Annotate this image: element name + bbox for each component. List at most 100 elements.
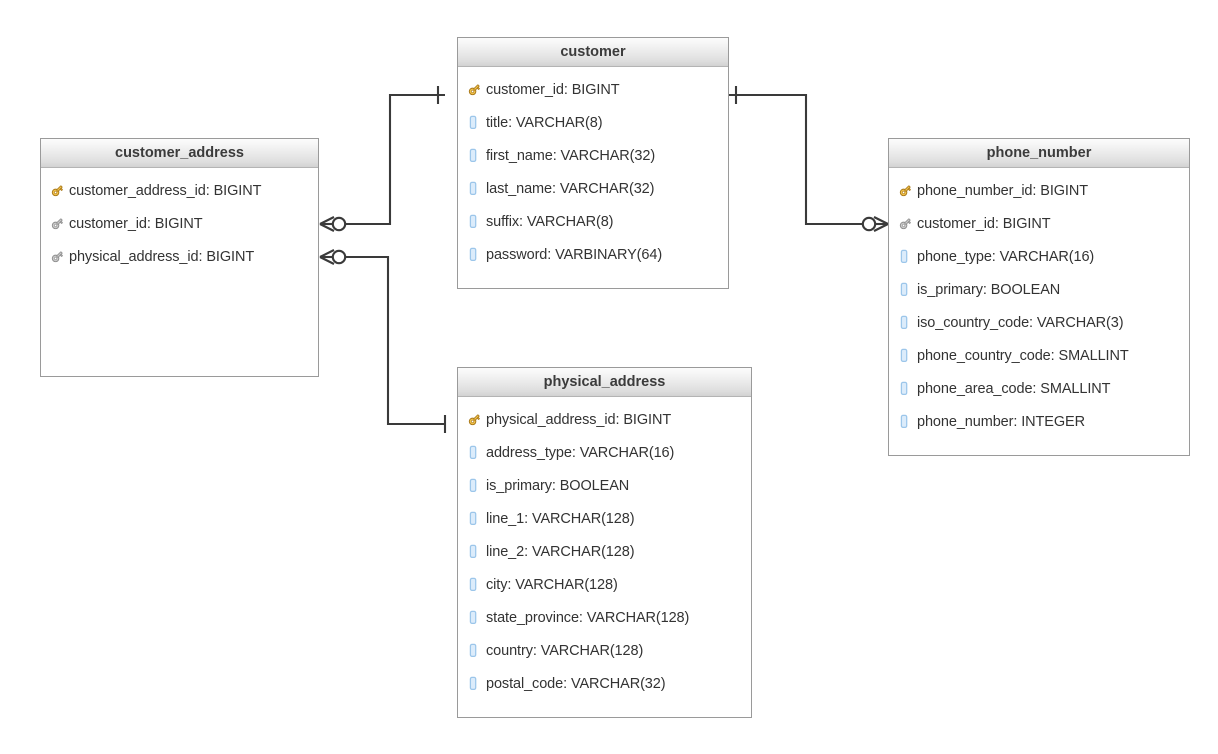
column-icon [467, 576, 486, 593]
column-label: phone_number_id: BIGINT [917, 182, 1088, 199]
relationship-customer-address-customer [319, 86, 445, 232]
column-label: phone_number: INTEGER [917, 413, 1085, 430]
column-label: line_1: VARCHAR(128) [486, 510, 635, 527]
column-row[interactable]: customer_address_id: BIGINT [41, 174, 318, 207]
foreign-key-icon [50, 215, 69, 232]
entity-columns-customer: customer_id: BIGINT title: VARCHAR(8) firs… [458, 67, 728, 278]
column-label: phone_country_code: SMALLINT [917, 347, 1129, 364]
column-label: phone_area_code: SMALLINT [917, 380, 1111, 397]
column-icon [467, 180, 486, 197]
column-icon [467, 444, 486, 461]
column-icon [469, 115, 477, 130]
entity-columns-phone_number: phone_number_id: BIGINT customer_id: BIGI… [889, 168, 1189, 445]
column-icon [469, 148, 477, 163]
column-icon [900, 249, 908, 264]
column-icon [900, 282, 908, 297]
entity-table-phone_number[interactable]: phone_number phone_number_id: BIGINT custo… [888, 138, 1190, 456]
column-icon [898, 314, 917, 331]
column-label: city: VARCHAR(128) [486, 576, 618, 593]
column-row[interactable]: address_type: VARCHAR(16) [458, 436, 751, 469]
column-icon [467, 543, 486, 560]
primary-key-icon [468, 414, 480, 426]
column-icon [469, 214, 477, 229]
column-label: state_province: VARCHAR(128) [486, 609, 690, 626]
foreign-key-icon [50, 248, 69, 265]
column-row[interactable]: first_name: VARCHAR(32) [458, 139, 728, 172]
column-row[interactable]: last_name: VARCHAR(32) [458, 172, 728, 205]
column-row[interactable]: phone_number_id: BIGINT [889, 174, 1189, 207]
column-icon [467, 675, 486, 692]
foreign-key-icon [898, 215, 917, 232]
entity-title-customer_address: customer_address [41, 139, 318, 168]
column-label: title: VARCHAR(8) [486, 114, 603, 131]
entity-title-phone_number: phone_number [889, 139, 1189, 168]
column-row[interactable]: city: VARCHAR(128) [458, 568, 751, 601]
column-row[interactable]: physical_address_id: BIGINT [458, 403, 751, 436]
column-label: country: VARCHAR(128) [486, 642, 644, 659]
primary-key-icon [50, 182, 69, 199]
entity-title-customer: customer [458, 38, 728, 67]
column-label: physical_address_id: BIGINT [486, 411, 672, 428]
column-row[interactable]: phone_country_code: SMALLINT [889, 339, 1189, 372]
column-icon [900, 348, 908, 363]
relationship-customer-phone-number [729, 86, 889, 232]
column-row[interactable]: phone_number: INTEGER [889, 405, 1189, 438]
column-icon [469, 511, 477, 526]
entity-table-customer_address[interactable]: customer_address customer_address_id: BIG… [40, 138, 319, 377]
column-row[interactable]: title: VARCHAR(8) [458, 106, 728, 139]
column-label: customer_id: BIGINT [69, 215, 203, 232]
column-icon [898, 347, 917, 364]
entity-table-customer[interactable]: customer customer_id: BIGINT title: VARCHA… [457, 37, 729, 289]
foreign-key-icon [51, 251, 63, 263]
column-icon [469, 610, 477, 625]
column-label: postal_code: VARCHAR(32) [486, 675, 666, 692]
relationship-customer-address-physical-address [319, 249, 447, 433]
column-label: address_type: VARCHAR(16) [486, 444, 675, 461]
column-row[interactable]: customer_id: BIGINT [458, 73, 728, 106]
column-icon [467, 114, 486, 131]
column-icon [467, 510, 486, 527]
column-icon [898, 281, 917, 298]
column-row[interactable]: suffix: VARCHAR(8) [458, 205, 728, 238]
column-icon [900, 414, 908, 429]
column-row[interactable]: phone_area_code: SMALLINT [889, 372, 1189, 405]
column-row[interactable]: line_1: VARCHAR(128) [458, 502, 751, 535]
column-row[interactable]: password: VARBINARY(64) [458, 238, 728, 271]
column-row[interactable]: is_primary: BOOLEAN [889, 273, 1189, 306]
primary-key-icon [467, 411, 486, 428]
column-icon [467, 609, 486, 626]
column-label: last_name: VARCHAR(32) [486, 180, 655, 197]
column-label: customer_id: BIGINT [486, 81, 620, 98]
column-row[interactable]: iso_country_code: VARCHAR(3) [889, 306, 1189, 339]
column-label: physical_address_id: BIGINT [69, 248, 255, 265]
column-icon [467, 213, 486, 230]
column-row[interactable]: state_province: VARCHAR(128) [458, 601, 751, 634]
column-row[interactable]: line_2: VARCHAR(128) [458, 535, 751, 568]
column-label: customer_id: BIGINT [917, 215, 1051, 232]
column-icon [467, 246, 486, 263]
column-row[interactable]: postal_code: VARCHAR(32) [458, 667, 751, 700]
column-icon [467, 147, 486, 164]
column-icon [467, 477, 486, 494]
column-icon [469, 247, 477, 262]
column-row[interactable]: phone_type: VARCHAR(16) [889, 240, 1189, 273]
column-icon [469, 478, 477, 493]
column-icon [467, 642, 486, 659]
column-icon [469, 577, 477, 592]
column-label: phone_type: VARCHAR(16) [917, 248, 1095, 265]
column-icon [469, 445, 477, 460]
column-label: is_primary: BOOLEAN [917, 281, 1061, 298]
column-row[interactable]: country: VARCHAR(128) [458, 634, 751, 667]
column-row[interactable]: is_primary: BOOLEAN [458, 469, 751, 502]
foreign-key-icon [899, 218, 911, 230]
column-label: customer_address_id: BIGINT [69, 182, 262, 199]
column-row[interactable]: customer_id: BIGINT [41, 207, 318, 240]
column-icon [469, 643, 477, 658]
column-label: is_primary: BOOLEAN [486, 477, 630, 494]
column-label: password: VARBINARY(64) [486, 246, 663, 263]
column-row[interactable]: customer_id: BIGINT [889, 207, 1189, 240]
column-row[interactable]: physical_address_id: BIGINT [41, 240, 318, 273]
column-icon [900, 381, 908, 396]
column-icon [900, 315, 908, 330]
